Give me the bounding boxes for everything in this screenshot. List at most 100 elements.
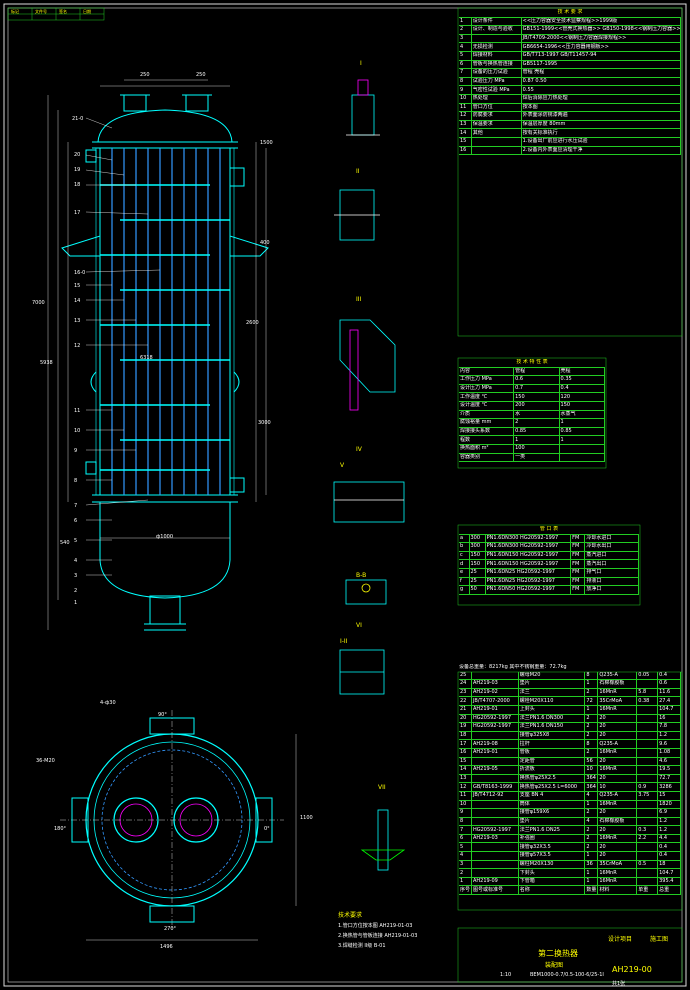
design-cell: 水 xyxy=(514,410,560,419)
design-row: 容器类别一类 xyxy=(459,453,605,463)
parts-cell: 11 xyxy=(459,791,472,800)
project-name: 第二换热器 xyxy=(538,949,578,958)
design-cell: 内容 xyxy=(459,367,515,376)
nozzle-cell: e xyxy=(459,568,470,577)
parts-cell: 20 xyxy=(598,826,638,834)
spec-cell: 1.设备出厂前应进行水压试验 xyxy=(522,137,681,146)
sheet-count: 共1张 xyxy=(612,981,626,987)
main-dim-label: 8 xyxy=(74,478,78,484)
nozzle-cell: a xyxy=(459,534,470,543)
rev-col-2: 文件号 xyxy=(35,9,47,14)
parts-cell: 7.8 xyxy=(658,723,681,731)
spec-cell: <<压力容器安全技术监察规程>>1999版 xyxy=(522,17,681,26)
main-dim-label: 250 xyxy=(140,72,150,78)
parts-cell: 2 xyxy=(459,869,472,877)
parts-cell: AH219-05 xyxy=(472,766,519,774)
parts-cell: 20 xyxy=(598,809,638,817)
parts-cell: Q235-A xyxy=(598,740,638,748)
nozzle-cell: 300 xyxy=(470,543,486,551)
spec-cell: 焊后消除应力热处理 xyxy=(522,94,681,103)
spec-cell: GB6654-1996<<压力容器用钢板>> xyxy=(522,43,681,51)
parts-cell: 3.75 xyxy=(637,791,659,800)
drawing-scale: 1:10 xyxy=(500,972,512,978)
parts-cell: 24 xyxy=(459,680,472,688)
main-dim-label: 9 xyxy=(74,448,78,454)
parts-cell: 管板 xyxy=(519,748,586,757)
parts-header-cell: 单重 xyxy=(637,886,659,895)
main-dim-label: 10 xyxy=(74,428,81,434)
nozzle-cell: 150 xyxy=(470,551,486,560)
design-cell: 腐蚀裕量 mm xyxy=(459,419,515,427)
parts-cell: 20 xyxy=(598,731,638,740)
parts-header-cell: 材料 xyxy=(598,886,638,895)
parts-cell: 2 xyxy=(585,723,599,731)
parts-cell: HG20592-1997 xyxy=(472,826,519,834)
parts-cell: 1 xyxy=(585,680,599,688)
design-cell: 150 xyxy=(560,401,605,410)
nozzle-cell: FM xyxy=(571,543,586,551)
main-dim-label: 3000 xyxy=(258,420,271,426)
parts-cell: 8 xyxy=(459,817,472,826)
detail-label: I xyxy=(360,60,362,67)
parts-cell: 上封头 xyxy=(519,705,586,714)
nozzle-cell: PN1.6DN25 HG20592-1997 xyxy=(486,568,572,577)
spec-cell: 10 xyxy=(459,94,472,103)
nozzle-cell: 150 xyxy=(470,560,486,568)
parts-cell: HG20592-1997 xyxy=(472,714,519,723)
main-dim-label: 6318 xyxy=(140,355,153,361)
spec-table-title: 技 术 要 求 xyxy=(459,9,681,18)
spec-cell: 按本图 xyxy=(522,103,681,112)
parts-cell xyxy=(637,852,659,860)
nozzle-cell: FM xyxy=(571,568,586,577)
parts-cell: 25 xyxy=(459,671,472,680)
parts-cell: 4 xyxy=(459,852,472,860)
parts-cell: 7 xyxy=(459,826,472,834)
spec-cell: 6 xyxy=(459,60,472,69)
spec-cell: 16 xyxy=(459,146,472,155)
nozzle-cell: FM xyxy=(571,560,586,568)
parts-cell: 垫片 xyxy=(519,817,586,826)
main-dim-label: 6 xyxy=(74,518,78,524)
spec-cell: GB5117-1995 xyxy=(522,60,681,69)
spec-cell: 设计、制造与验收 xyxy=(472,26,522,34)
outer-frame xyxy=(3,3,687,987)
nozzle-cell: d xyxy=(459,560,470,568)
design-cell: 0.4 xyxy=(560,384,605,393)
parts-cell: 4.4 xyxy=(658,834,681,843)
main-dim-label: 7 xyxy=(74,503,78,509)
spec-cell: 1 xyxy=(459,17,472,26)
detail-label: I-II xyxy=(340,638,348,645)
parts-cell: 0.05 xyxy=(637,671,659,680)
parts-cell xyxy=(637,705,659,714)
parts-cell xyxy=(637,714,659,723)
spec-cell xyxy=(472,137,522,146)
parts-cell: 1 xyxy=(585,869,599,877)
detail-label: III xyxy=(356,296,362,303)
parts-cell xyxy=(472,809,519,817)
spec-cell: 管程 壳程 xyxy=(522,69,681,77)
nozzle-cell: 排气口 xyxy=(585,568,639,577)
nozzle-cell: 蒸汽进口 xyxy=(585,551,639,560)
design-cell: 壳程 xyxy=(560,367,605,376)
spec-cell: 11 xyxy=(459,103,472,112)
detail-label: VI xyxy=(356,622,362,629)
parts-cell: 1.2 xyxy=(658,826,681,834)
parts-cell: 20 xyxy=(459,714,472,723)
design-stage: 施工图 xyxy=(650,936,669,943)
design-cell: 设计温度 ℃ xyxy=(459,401,515,410)
main-dim-label: 16-0 xyxy=(74,270,86,276)
main-dim-label: 20 xyxy=(74,152,81,158)
